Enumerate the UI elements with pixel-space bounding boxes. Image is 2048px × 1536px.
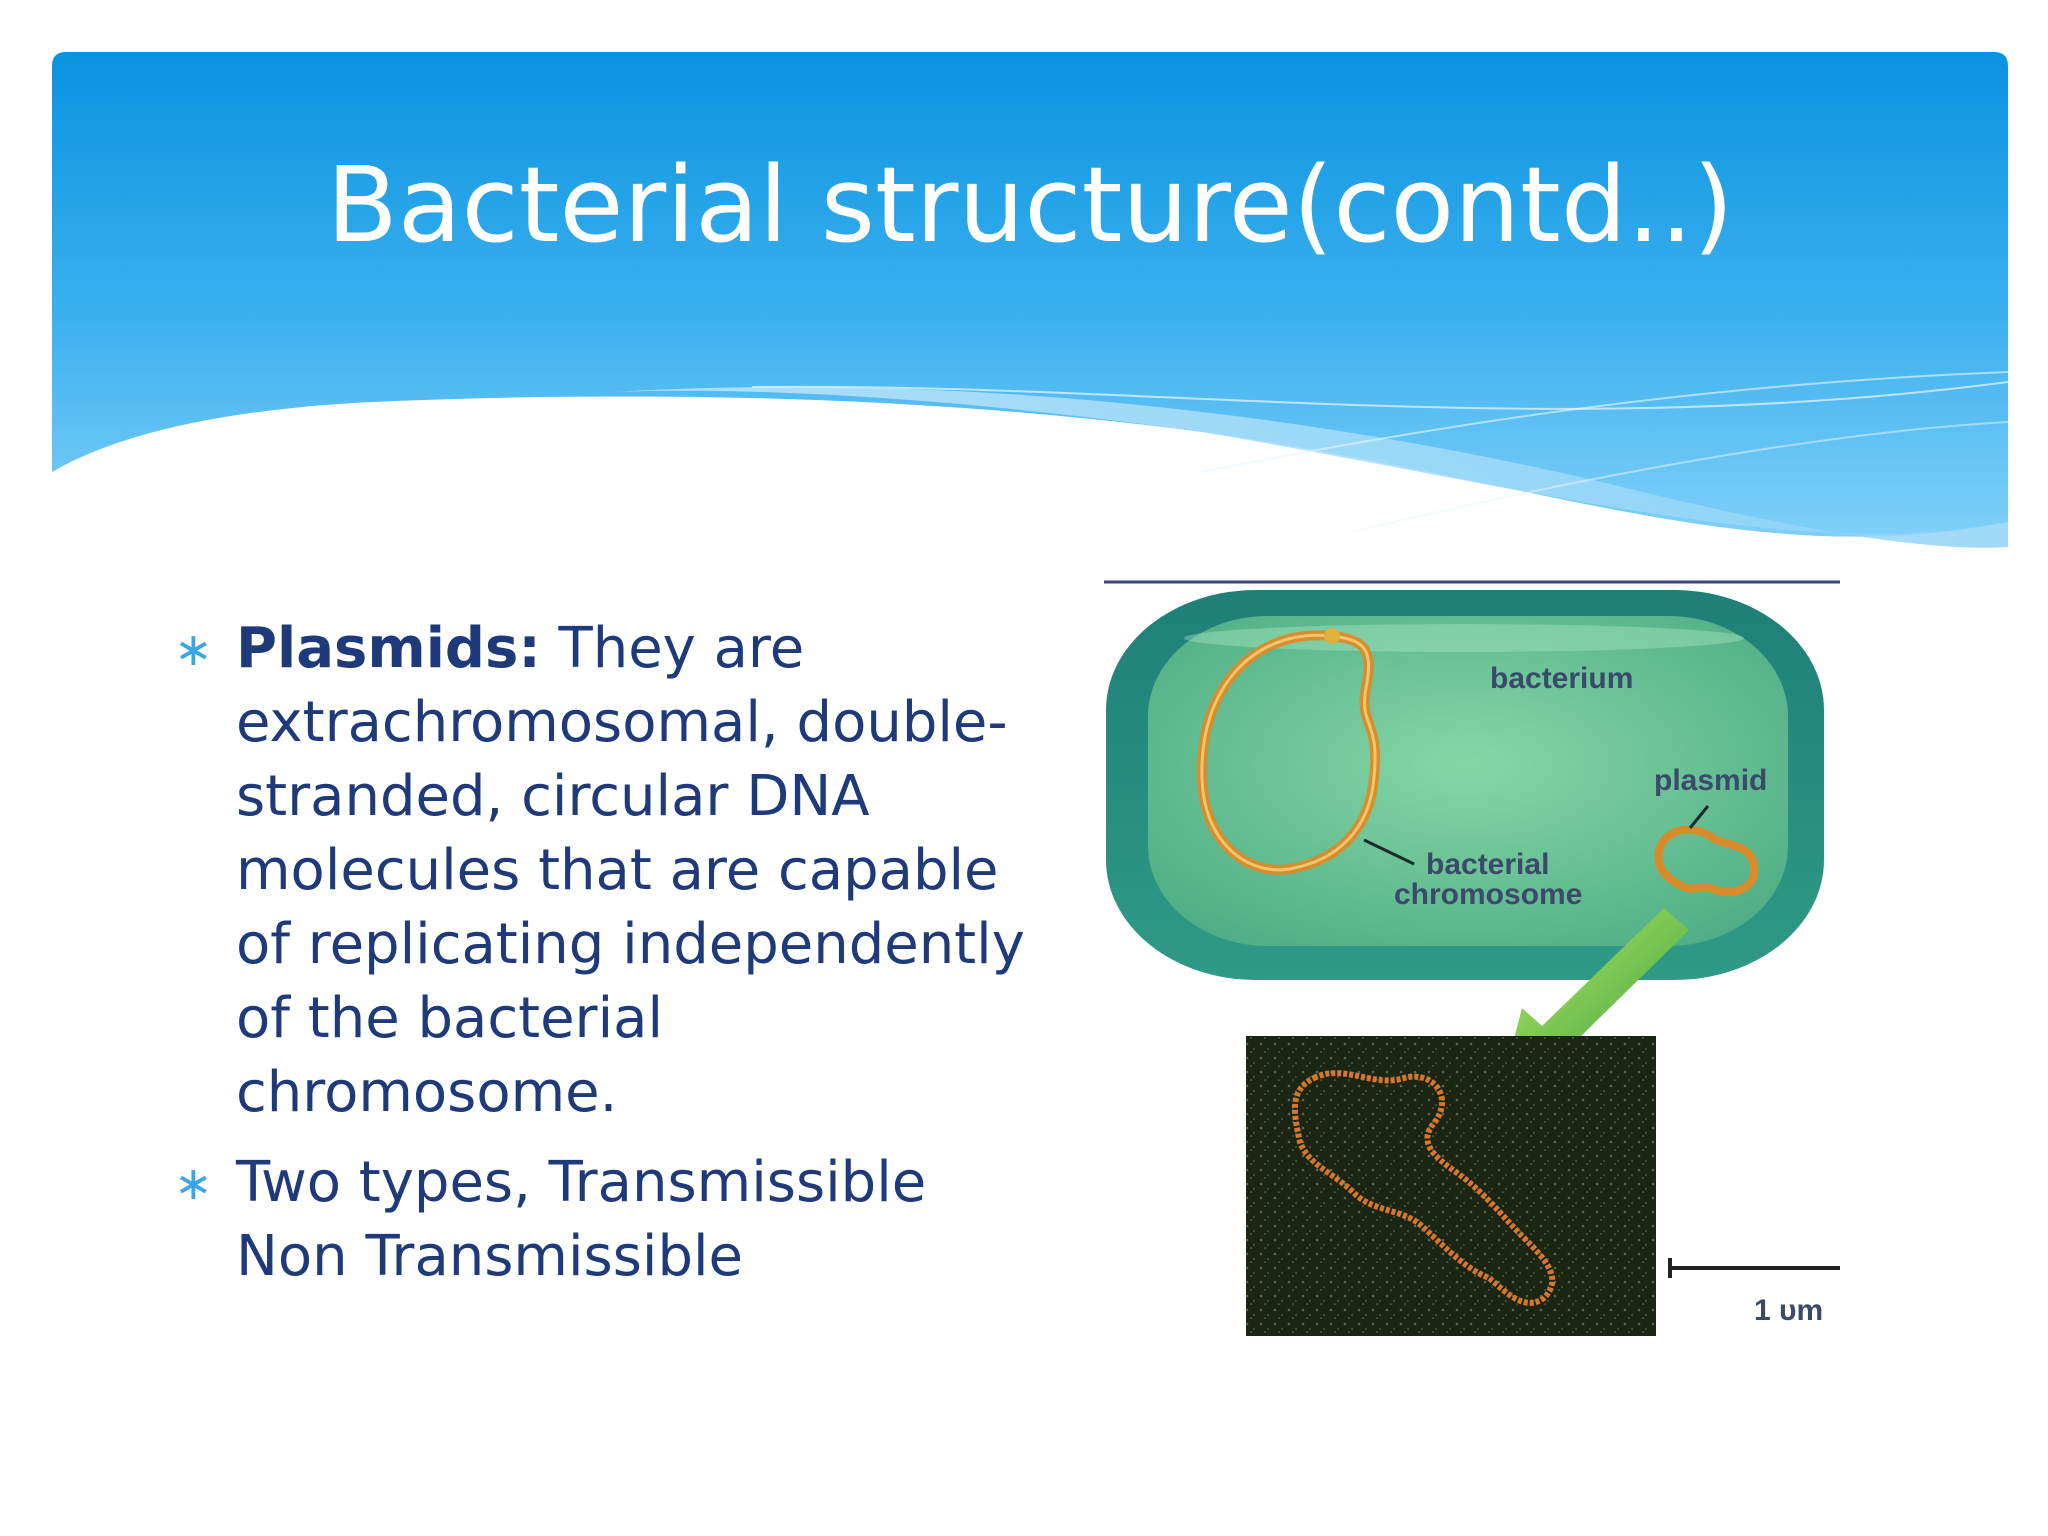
label-plasmid: plasmid (1654, 764, 1767, 797)
bullet-item-types: ∗ Two types, Transmissible Non Transmiss… (170, 1146, 1030, 1294)
bullet-text: They are extrachromosomal, double-strand… (236, 616, 1025, 1125)
header-wave-light (612, 386, 2008, 548)
plasmid-micrograph (1246, 1036, 1656, 1336)
plasmid-pointer (1688, 805, 1710, 829)
bullet-text: Two types, Transmissible Non Transmissib… (236, 1150, 927, 1289)
plasmid-figure: bacterium plasmid bacterial chromosome 1… (1104, 578, 1844, 1348)
chromosome-pointer (1363, 838, 1415, 866)
chromosome-attachment (1324, 628, 1340, 644)
bacterial-chromosome-loop-inner (1200, 633, 1377, 872)
label-chromosome-line2: chromosome (1394, 878, 1582, 911)
header-wave-line-1 (751, 381, 2008, 410)
scale-label: 1 υm (1754, 1294, 1823, 1327)
slide-title: Bacterial structure(contd..) (326, 144, 1734, 266)
label-chromosome-line1: bacterial (1426, 848, 1549, 881)
zoom-arrow (1504, 908, 1689, 1078)
bullet-item-plasmids: ∗ Plasmids: They are extrachromosomal, d… (170, 612, 1030, 1130)
micrograph-plasmid-strand (1291, 1070, 1556, 1306)
header-wave-line-3 (1351, 421, 2008, 533)
bullet-list: ∗ Plasmids: They are extrachromosomal, d… (170, 612, 1030, 1310)
header-background (52, 52, 2008, 537)
label-bacterium: bacterium (1490, 662, 1633, 695)
asterisk-icon: ∗ (174, 1156, 213, 1210)
header-wave-line-2 (1201, 371, 2008, 473)
bullet-term: Plasmids: (236, 616, 541, 681)
header-band (52, 52, 2008, 548)
plasmid-loop (1654, 825, 1759, 896)
asterisk-icon: ∗ (174, 622, 213, 676)
